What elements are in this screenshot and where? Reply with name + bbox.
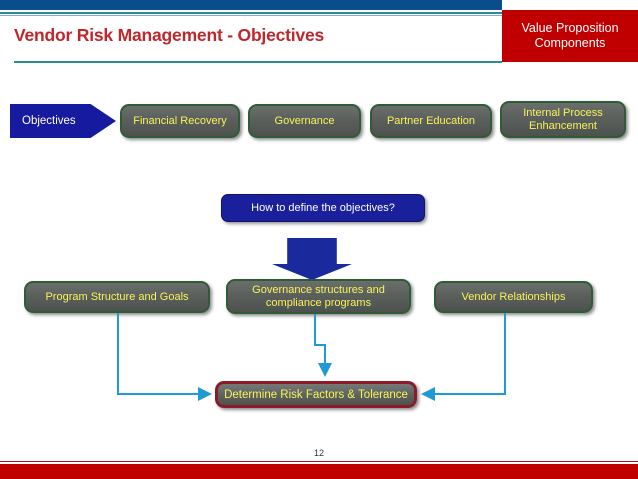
objective-box-internal-process-enhancement[interactable]: Internal Process Enhancement [500, 101, 626, 138]
top-teal-rule [0, 12, 502, 14]
objective-box-financial-recovery[interactable]: Financial Recovery [120, 104, 240, 138]
value-proposition-banner: Value Proposition Components [502, 10, 638, 62]
objectives-pentagon: Objectives [10, 104, 116, 138]
title-underline-rule [14, 61, 502, 63]
page-title: Vendor Risk Management - Objectives [14, 25, 325, 45]
approach-label: Vendor Relationships [461, 290, 566, 303]
approach-box-program-structure-and-goals[interactable]: Program Structure and Goals [24, 281, 210, 313]
banner-line-2: Components [534, 36, 606, 50]
down-arrow-icon [272, 238, 352, 280]
objectives-pentagon-label: Objectives [22, 115, 76, 127]
top-blue-bar [0, 0, 502, 10]
connector-left-to-outcome [117, 313, 212, 401]
approach-box-vendor-relationships[interactable]: Vendor Relationships [434, 281, 593, 313]
outcome-label: Determine Risk Factors & Tolerance [224, 388, 408, 401]
outcome-box-determine-risk-factors[interactable]: Determine Risk Factors & Tolerance [215, 381, 417, 408]
top-teal-rule-secondary [0, 15, 502, 16]
connector-middle-to-outcome [314, 314, 332, 377]
approach-label: Program Structure and Goals [45, 290, 189, 303]
bottom-red-bar [0, 464, 638, 479]
approach-box-governance-structures[interactable]: Governance structures and compliance pro… [226, 279, 411, 314]
connector-right-to-outcome [421, 313, 506, 401]
banner-line-1: Value Proposition [521, 21, 619, 35]
objective-label: Internal Process Enhancement [523, 106, 603, 132]
question-label: How to define the objectives? [251, 202, 395, 214]
objective-box-partner-education[interactable]: Partner Education [370, 104, 492, 138]
objective-label: Financial Recovery [133, 114, 227, 127]
bottom-thin-rule [0, 461, 638, 462]
objective-box-governance[interactable]: Governance [248, 104, 361, 138]
page-number: 12 [313, 448, 324, 458]
approach-label: Governance structures and compliance pro… [252, 283, 385, 309]
question-box[interactable]: How to define the objectives? [221, 194, 425, 222]
objective-label: Partner Education [386, 114, 476, 127]
objective-label: Governance [274, 114, 335, 127]
